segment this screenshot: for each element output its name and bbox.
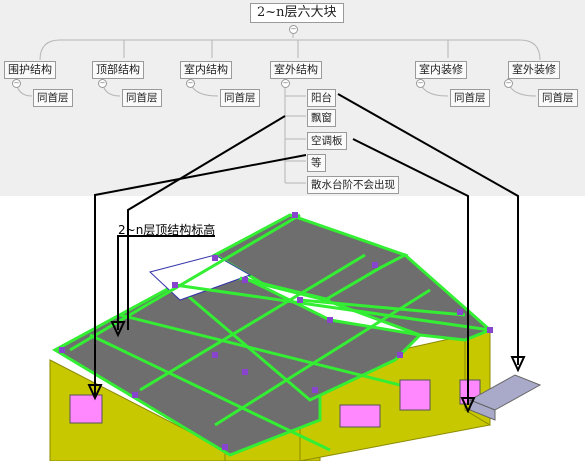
column	[222, 444, 228, 450]
beam-line	[214, 288, 431, 427]
column	[372, 262, 378, 268]
elevation-annotation: 2~n层顶结构标高	[118, 223, 216, 237]
column	[297, 297, 303, 303]
pointer-arrows	[94, 93, 519, 405]
collapse-toggle[interactable]: −	[289, 25, 298, 34]
node-same-as-first-floor: 同首层	[122, 89, 162, 107]
column	[292, 212, 298, 218]
node-bay-window: 飘窗	[307, 109, 336, 127]
node-apron-steps-absent: 散水台阶不会出现	[307, 176, 399, 194]
beam-line	[239, 276, 331, 302]
collapse-toggle[interactable]: −	[504, 79, 513, 88]
mindmap-root: 2~n层六大块	[250, 3, 344, 23]
column	[212, 352, 218, 358]
column	[327, 317, 333, 323]
column	[212, 255, 218, 261]
column	[312, 387, 318, 393]
column	[242, 369, 248, 375]
node-balcony: 阳台	[307, 89, 336, 107]
node-etc: 等	[307, 154, 326, 172]
columns	[59, 212, 493, 450]
beam-line	[174, 283, 491, 332]
beam-line	[89, 333, 331, 452]
column	[397, 352, 403, 358]
column	[487, 327, 493, 333]
column	[457, 309, 463, 315]
beam-line	[119, 313, 421, 392]
beam-line	[299, 298, 466, 317]
arrow-heads	[87, 321, 526, 414]
node-envelope: 围护结构	[4, 61, 56, 79]
node-roof: 顶部结构	[92, 61, 144, 79]
node-same-as-first-floor: 同首层	[538, 89, 578, 107]
node-ac-panel: 空调板	[307, 132, 347, 150]
collapse-toggle[interactable]: −	[281, 79, 290, 88]
node-same-as-first-floor: 同首层	[220, 89, 260, 107]
column	[242, 277, 248, 283]
column	[132, 392, 138, 398]
node-same-as-first-floor: 同首层	[450, 89, 490, 107]
node-indoor-structure: 室内结构	[180, 61, 232, 79]
beam-lines	[69, 213, 491, 452]
column	[172, 282, 178, 288]
collapse-toggle[interactable]: −	[12, 79, 21, 88]
node-outdoor-structure: 室外结构	[270, 61, 322, 79]
building-model	[49, 213, 493, 461]
window	[69, 394, 103, 424]
collapse-toggle[interactable]: −	[416, 79, 425, 88]
collapse-toggle[interactable]: −	[186, 79, 195, 88]
column	[59, 347, 65, 353]
collapse-toggle[interactable]: −	[98, 79, 107, 88]
window	[399, 379, 431, 411]
node-outdoor-decoration: 室外装修	[508, 61, 560, 79]
node-indoor-decoration: 室内装修	[415, 61, 467, 79]
window	[339, 404, 381, 428]
node-same-as-first-floor: 同首层	[33, 89, 73, 107]
beam-line	[69, 213, 301, 352]
beam-line	[139, 253, 366, 392]
